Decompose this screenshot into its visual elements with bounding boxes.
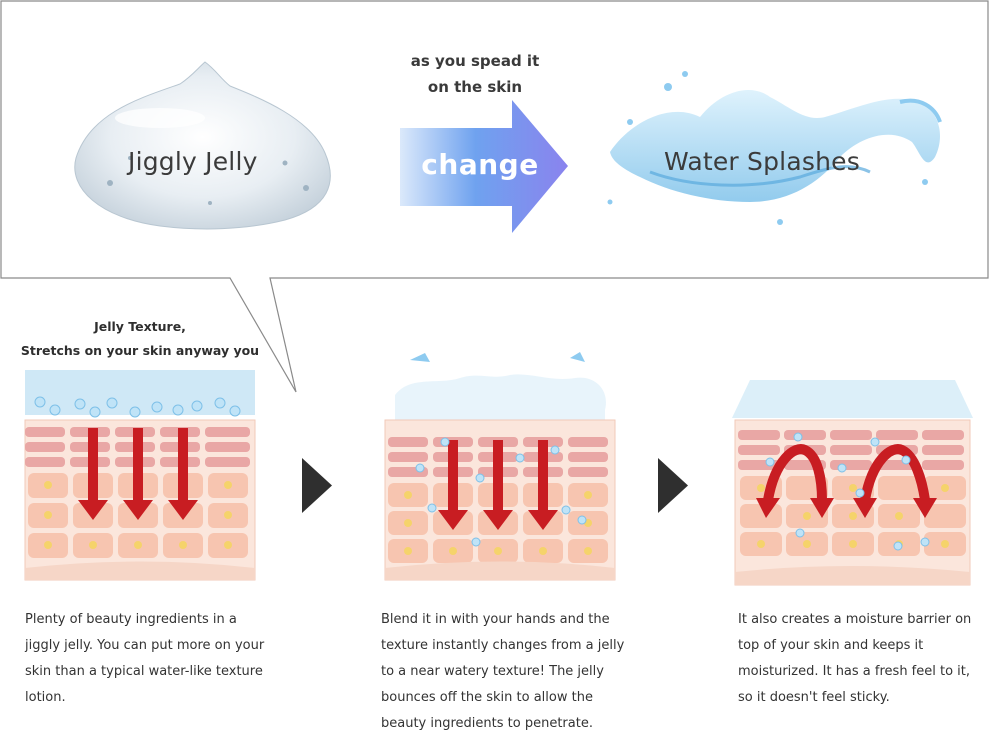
bounce-arrowheads-icon <box>756 498 937 518</box>
spread-line-1: as you spead it <box>410 52 540 70</box>
jelly-blob-image <box>74 61 331 230</box>
next-chevron-icon <box>658 458 688 513</box>
spread-line-2: on the skin <box>427 78 523 96</box>
skin-layer-cells <box>388 437 608 563</box>
bubbles <box>765 432 930 551</box>
step-1-description: Plenty of beauty ingredients in a jiggly… <box>25 612 265 705</box>
water-splash-image <box>607 71 942 225</box>
skin-illustration-jelly-on-top <box>24 370 256 581</box>
skin-illustration-moisture-barrier <box>732 380 973 586</box>
down-arrows-icon <box>78 428 198 520</box>
step-2-description: Blend it in with your hands and the text… <box>381 612 625 731</box>
down-arrows-icon <box>438 440 558 530</box>
spread-caption: as you spead it on the skin <box>395 48 555 100</box>
change-label: change <box>421 148 539 181</box>
skin-illustration-spreading <box>384 352 616 581</box>
texture-caption-line-1: Jelly Texture, <box>94 319 186 334</box>
bubbles <box>415 437 587 547</box>
bubbles <box>34 396 241 418</box>
bounce-arrows-icon <box>763 444 930 501</box>
change-arrow-icon <box>400 100 568 233</box>
jelly-label: Jiggly Jelly <box>128 147 258 176</box>
callout-bubble <box>0 0 989 393</box>
splash-label: Water Splashes <box>664 147 860 176</box>
step-3-description: It also creates a moisture barrier on to… <box>738 612 972 705</box>
next-chevron-icon <box>302 458 332 513</box>
